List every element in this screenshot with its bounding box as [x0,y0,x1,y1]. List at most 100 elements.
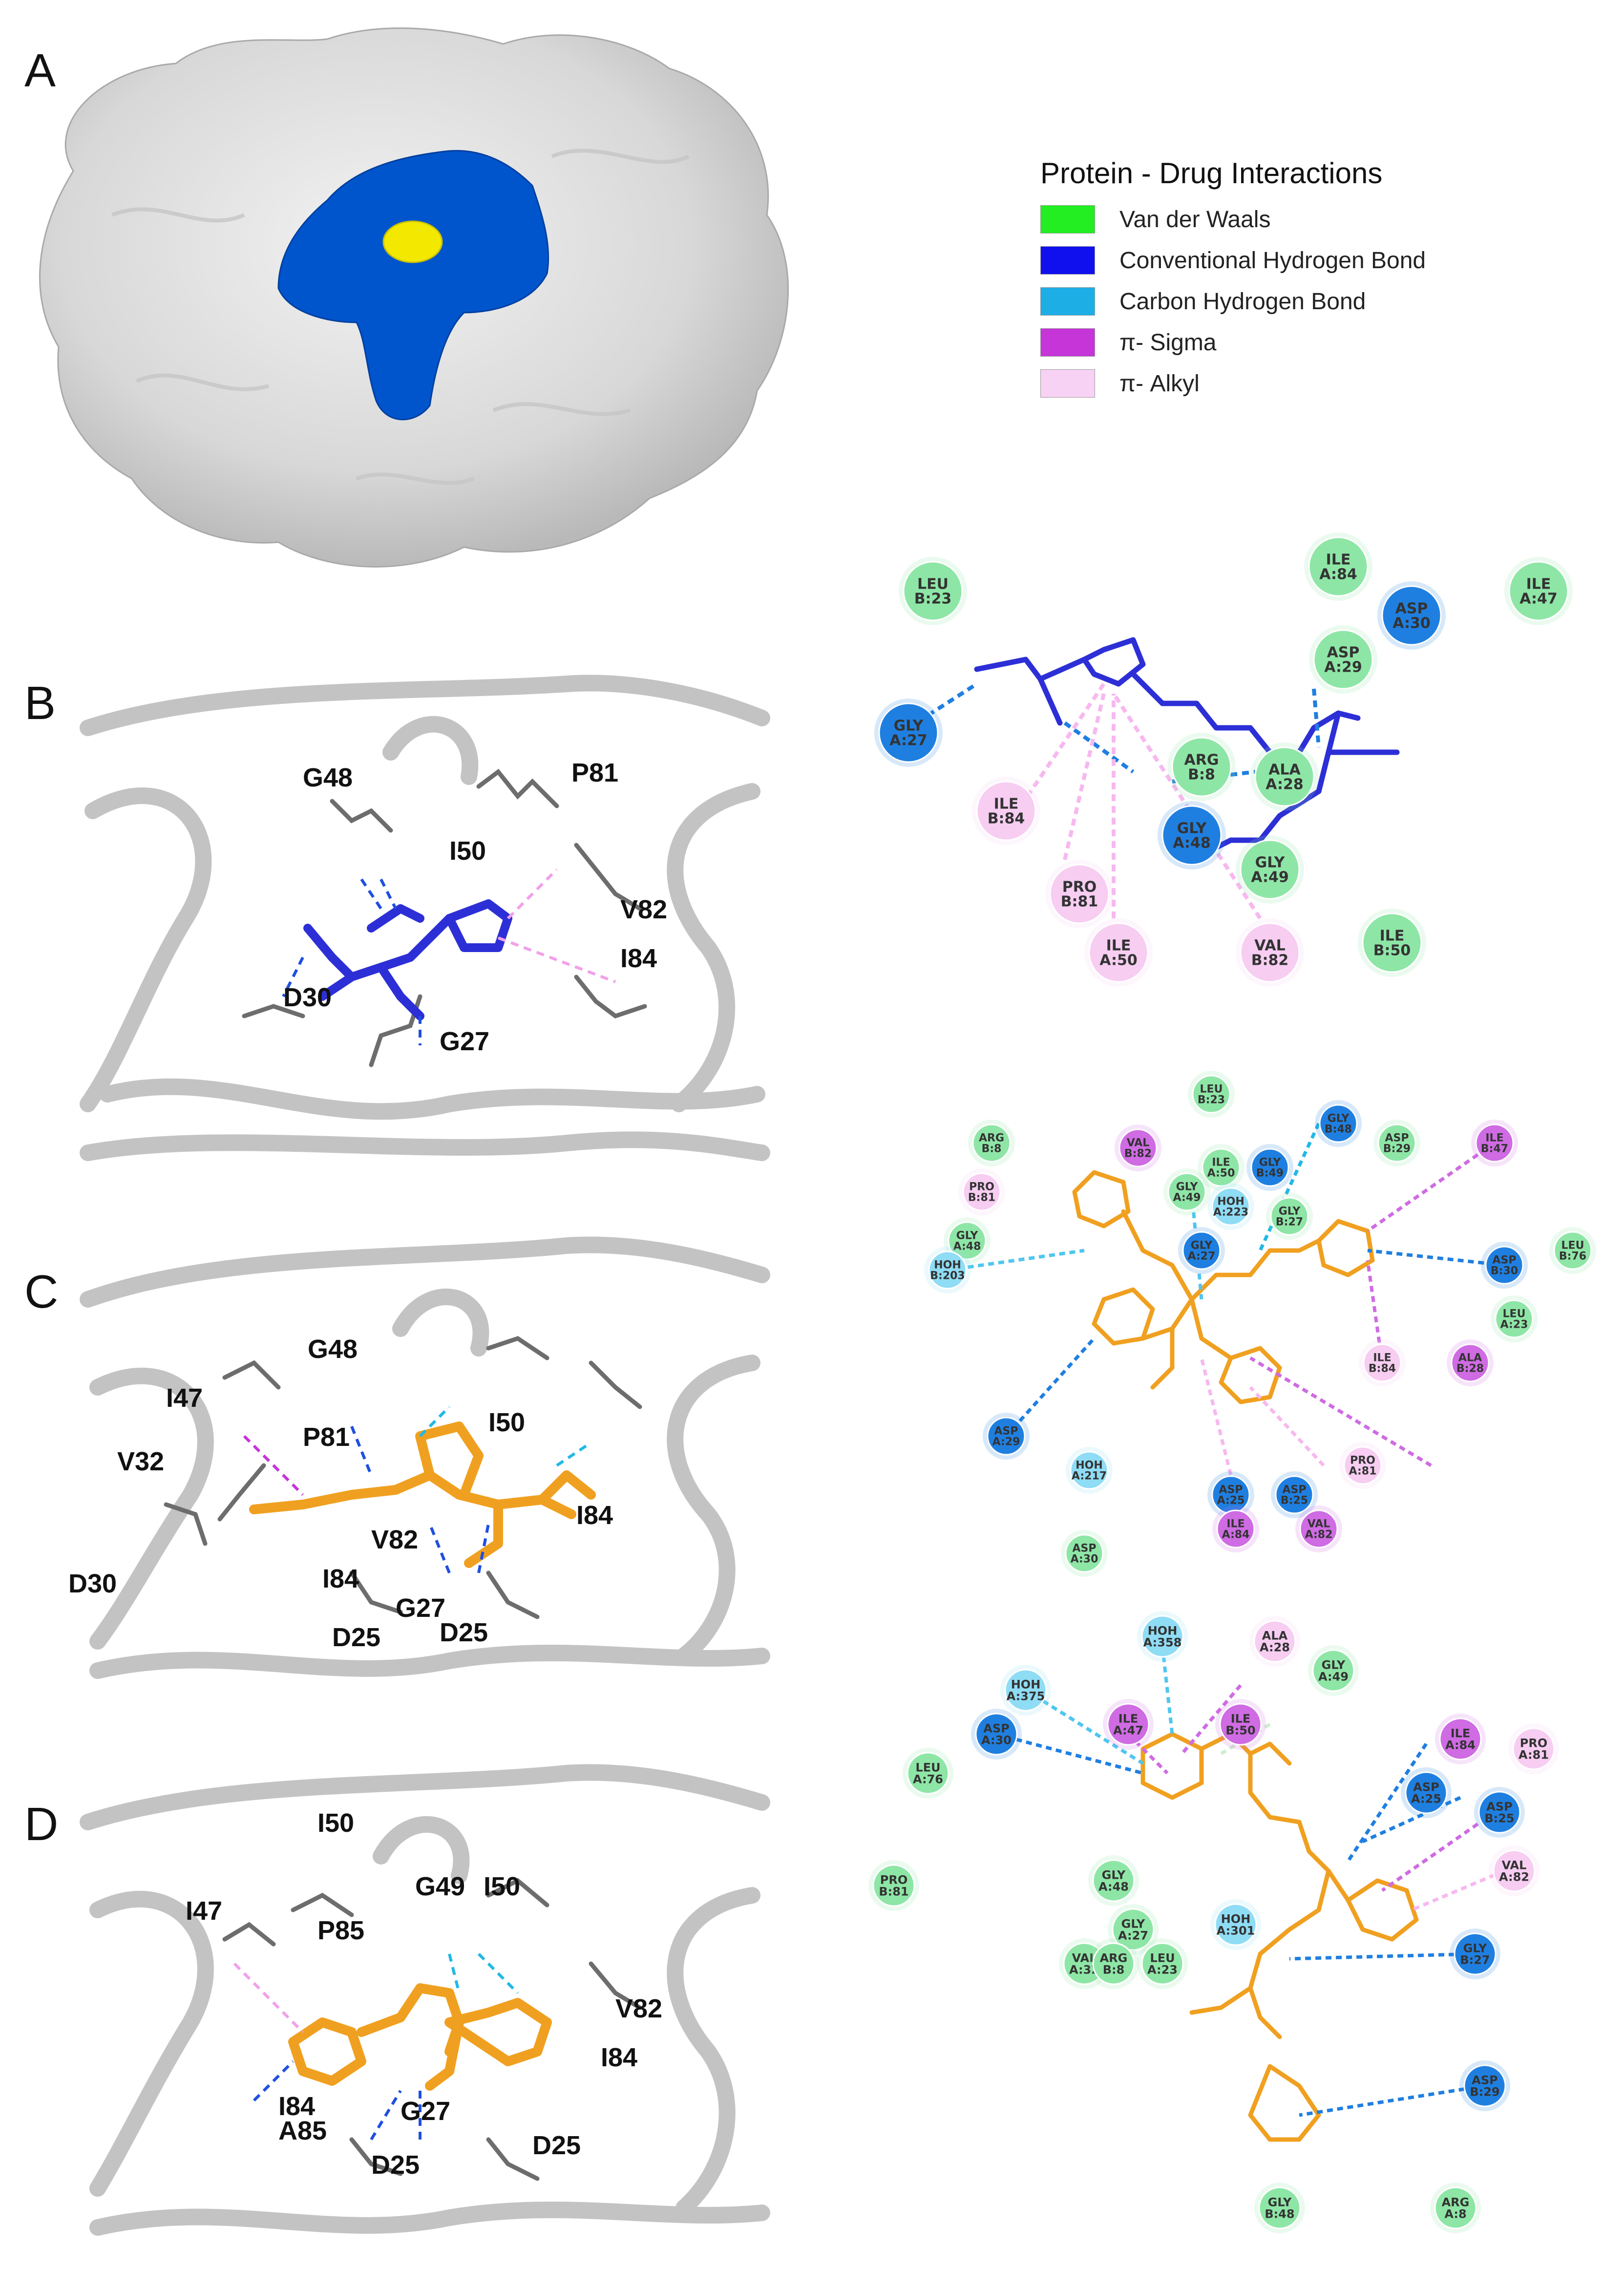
residue-id: B:81 [1061,893,1098,911]
panel-letter-d: D [24,1798,59,1850]
view-b-label-d30: D30 [283,983,332,1012]
view-d-label-p85: P85 [317,1916,364,1945]
legend-item-pisigma: π- Sigma [1040,322,1578,363]
residue-name: ILE [1106,937,1131,954]
panel-letter-a: A [24,44,56,97]
residue-name: ASP [1283,1484,1307,1496]
residue-id: A:48 [1098,1880,1129,1893]
residue-id: A:28 [1260,1640,1290,1654]
view-c-label-v32: V32 [117,1447,164,1476]
view-b-label-i84: I84 [620,944,657,973]
view-d-label-i50-top: I50 [317,1808,354,1838]
residue-id: A:76 [913,1772,943,1786]
residue-id: B:50 [1373,942,1411,959]
residue-id: B:76 [1559,1251,1586,1263]
residue-name: ASP [994,1425,1018,1438]
residue-name: GLY [1463,1941,1487,1955]
view-b-label-g48: G48 [303,763,353,792]
residue-name: VAL [1127,1137,1150,1149]
residue-name: ASP [1472,2073,1497,2087]
residue-name: LEU [1150,1951,1175,1965]
residue-id: A:84 [1319,566,1357,583]
view-c-label-d25-right: D25 [440,1618,488,1647]
view-d-label-v82: V82 [615,1994,662,2023]
residue-sticks [242,768,647,1067]
residue-name: VAL [1502,1858,1527,1872]
residue-id: A:47 [1519,591,1558,608]
view-b-label-i50: I50 [449,836,486,866]
residue-name: ARG [1442,2195,1470,2209]
residue-name: GLY [956,1230,979,1242]
residue-name: ALA [1458,1352,1482,1364]
residue-sticks [222,1878,642,2181]
residue-name: GLY [1268,2195,1292,2209]
residue-name: ASP [1486,1800,1512,1813]
residue-id: B:23 [914,591,952,608]
interaction-diagram-b: LEUB:23ILEA:84ILEA:47ASPA:30ASPA:29GLYA:… [874,532,1573,987]
view-d-label-i84-left: I84 [278,2092,315,2121]
view-b-label-g27: G27 [440,1027,489,1056]
residue-name: LEU [1200,1083,1223,1096]
residue-name: VAL [1254,937,1286,954]
residue-id: B:81 [879,1885,908,1898]
residue-id: A:223 [1213,1207,1248,1219]
residue-name: GLY [1259,1157,1282,1169]
residue-name: LEU [915,1760,940,1774]
residue-name: HOH [1011,1677,1041,1691]
residue-id: B:48 [1325,1124,1352,1136]
residue-name: ASP [1493,1254,1517,1267]
residue-name: ALA [1268,762,1301,779]
residue-id: B:50 [1225,1723,1255,1737]
residue-id: B:82 [1251,952,1289,969]
residue-id: A:25 [1217,1495,1245,1507]
residue-id: A:27 [1188,1251,1216,1263]
residue-id: B:203 [930,1270,965,1282]
legend-swatch-vdw [1040,205,1095,233]
residue-id: A:29 [1324,659,1362,676]
residue-id: B:28 [1456,1363,1484,1375]
residue-name: ILE [1373,1352,1391,1364]
ligand-sticks [303,899,512,1020]
residue-id: A:375 [1007,1689,1045,1703]
view-c-label-i50: I50 [488,1408,525,1437]
ligand-sticks [288,1983,552,2091]
legend-title: Protein - Drug Interactions [1040,157,1383,190]
ligand-skeleton [1072,1170,1375,1404]
residue-id: A:49 [1173,1192,1201,1204]
residue-name: ILE [1212,1157,1230,1169]
residue-name: ILE [1451,1726,1471,1740]
residue-id: A:48 [1173,835,1211,852]
residue-id: A:29 [992,1436,1020,1448]
residue-id: A:30 [981,1733,1012,1747]
residue-name: GLY [1255,854,1286,871]
residue-id: A:25 [1411,1792,1441,1805]
residue-name: HOH [1217,1196,1244,1208]
